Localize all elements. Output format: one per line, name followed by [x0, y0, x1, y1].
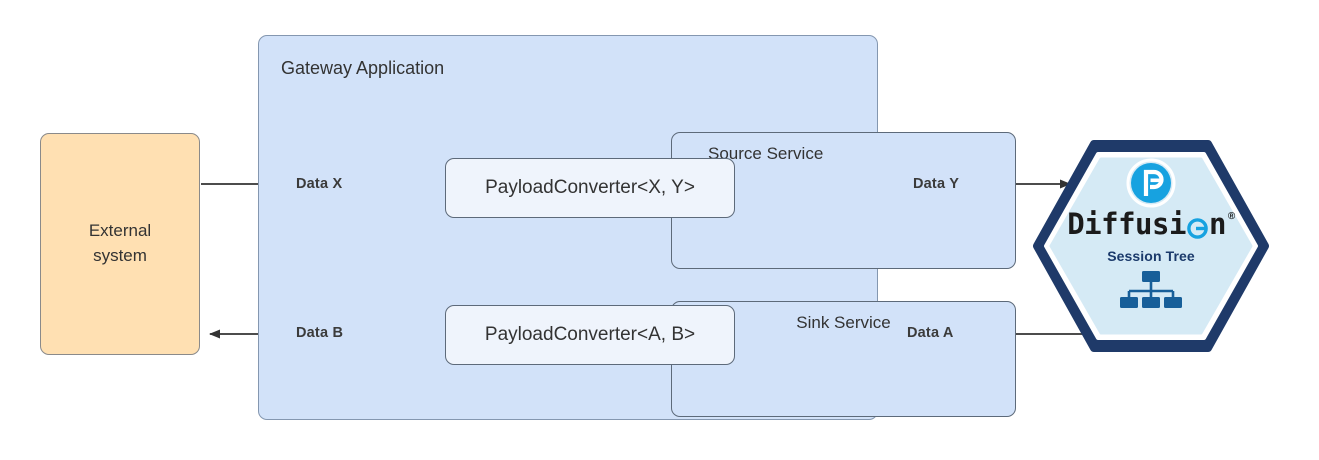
hexagon-inner-fill: [1049, 157, 1253, 335]
external-system-label: External system: [89, 219, 151, 268]
external-system-node: External system: [40, 133, 200, 355]
source-service-container: Source Service: [671, 132, 1016, 269]
edge-label-data-x: Data X: [296, 176, 343, 192]
sink-service-title: Sink Service: [796, 313, 891, 332]
source-service-title: Source Service: [708, 144, 824, 163]
external-system-label-line2: system: [93, 246, 147, 265]
edge-label-data-a: Data A: [907, 325, 954, 341]
gateway-application-title: Gateway Application: [281, 58, 445, 78]
edge-label-data-b: Data B: [296, 325, 344, 341]
sink-payload-converter-box: PayloadConverter<A, B>: [445, 305, 735, 365]
source-payload-converter-box: PayloadConverter<X, Y>: [445, 158, 735, 218]
hexagon-shape: [1033, 140, 1269, 352]
diffusion-session-tree-node: Diffusi n ® Session Tree: [1032, 140, 1270, 352]
edge-label-data-y: Data Y: [913, 176, 960, 192]
external-system-label-line1: External: [88, 221, 152, 241]
gateway-application-container: Gateway Application Source Service Sink …: [258, 35, 1016, 420]
